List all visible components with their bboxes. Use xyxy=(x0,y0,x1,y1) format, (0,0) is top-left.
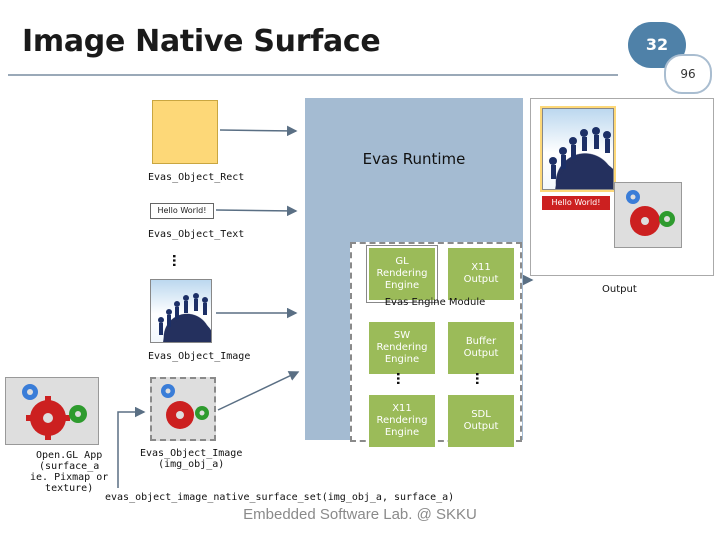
output-image xyxy=(542,108,614,190)
page-title: Image Native Surface xyxy=(22,24,381,59)
evas-object-text-label: Evas_Object_Text xyxy=(148,229,245,240)
arrow-surface-to-image-a xyxy=(117,406,146,488)
gl-rendering-engine: GL Rendering Engine xyxy=(369,248,435,300)
buffer-output: Buffer Output xyxy=(448,322,514,374)
x11-rendering-engine: X11 Rendering Engine xyxy=(369,395,435,447)
evas-object-rect-label: Evas_Object_Rect xyxy=(148,172,245,183)
image-object-a-label: Evas_Object_Image (img_obj_a) xyxy=(140,448,243,470)
output-gears xyxy=(614,182,682,248)
arrow-text-to-runtime xyxy=(215,205,298,217)
page-total-badge: 96 xyxy=(664,54,712,94)
title-divider xyxy=(8,74,618,76)
people-globe-icon xyxy=(158,293,211,342)
evas-engine-module-label: Evas Engine Module xyxy=(384,297,486,308)
evas-object-text-sample: Hello World! xyxy=(150,203,214,219)
sdl-output: SDL Output xyxy=(448,395,514,447)
opengl-app-surface xyxy=(5,377,99,445)
evas-object-rect-sample xyxy=(152,100,218,164)
evas-object-image-label: Evas_Object_Image xyxy=(148,351,251,362)
opengl-app-label: Open.GL App (surface_a ie. Pixmap or tex… xyxy=(30,450,109,494)
ellipsis-more-objects: … xyxy=(169,254,184,264)
output-text-sample: Hello World! xyxy=(542,196,610,210)
gears-icon xyxy=(626,190,675,236)
arrow-image-a-to-runtime xyxy=(217,371,300,411)
evas-runtime-label: Evas Runtime xyxy=(362,150,466,168)
arrow-rect-to-runtime xyxy=(219,125,298,137)
output-label: Output xyxy=(602,284,637,295)
x11-output: X11 Output xyxy=(448,248,514,300)
footer: Embedded Software Lab. @ SKKU xyxy=(243,506,477,523)
ellipsis-more-outputs: … xyxy=(472,372,487,382)
sw-rendering-engine: SW Rendering Engine xyxy=(369,322,435,374)
image-object-a-surface xyxy=(150,377,216,441)
gears-icon xyxy=(161,384,209,429)
people-globe-icon xyxy=(549,127,613,189)
gears-icon xyxy=(22,384,87,440)
native-surface-call: evas_object_image_native_surface_set(img… xyxy=(105,492,455,503)
evas-object-image-sample xyxy=(150,279,212,343)
ellipsis-more-engines: … xyxy=(393,372,408,382)
